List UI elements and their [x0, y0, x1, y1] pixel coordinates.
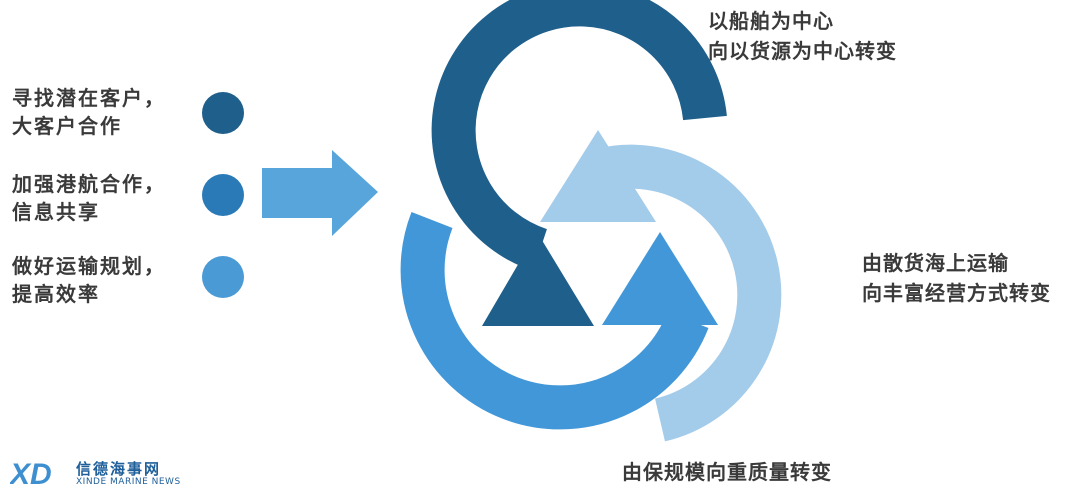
left-item-1: 寻找潜在客户， 大客户合作 — [12, 84, 202, 140]
medium-ring — [400, 212, 709, 430]
medium-arrowhead — [602, 232, 718, 325]
logo-mark-text: XD — [10, 458, 52, 490]
logo-en-text: XINDE MARINE NEWS — [76, 477, 181, 487]
label-right: 由散货海上运输 向丰富经营方式转变 — [862, 251, 1051, 305]
label-top: 以船舶为中心 向以货源为中心转变 — [708, 9, 897, 63]
logo-cn-text: 信德海事网 — [76, 460, 162, 478]
left-item-3-text: 做好运输规划， 提高效率 — [12, 254, 166, 306]
dark-ring — [431, 0, 727, 271]
left-item-2-text: 加强港航合作， 信息共享 — [12, 172, 166, 224]
bullet-light — [202, 256, 244, 298]
left-item-1-text: 寻找潜在客户， 大客户合作 — [12, 86, 166, 138]
light-arrowhead — [540, 130, 656, 222]
light-ring — [597, 144, 782, 442]
right-arrow-icon — [262, 150, 378, 236]
label-bottom: 由保规模向重质量转变 — [622, 460, 832, 484]
bullet-dark — [202, 92, 244, 134]
bullet-medium — [202, 174, 244, 216]
left-item-3: 做好运输规划， 提高效率 — [12, 252, 202, 308]
logo: XD 信德海事网 XINDE MARINE NEWS — [10, 456, 210, 492]
logo-mark-icon: XD — [10, 458, 52, 490]
left-item-2: 加强港航合作， 信息共享 — [12, 170, 202, 226]
dark-arrowhead — [482, 232, 594, 326]
